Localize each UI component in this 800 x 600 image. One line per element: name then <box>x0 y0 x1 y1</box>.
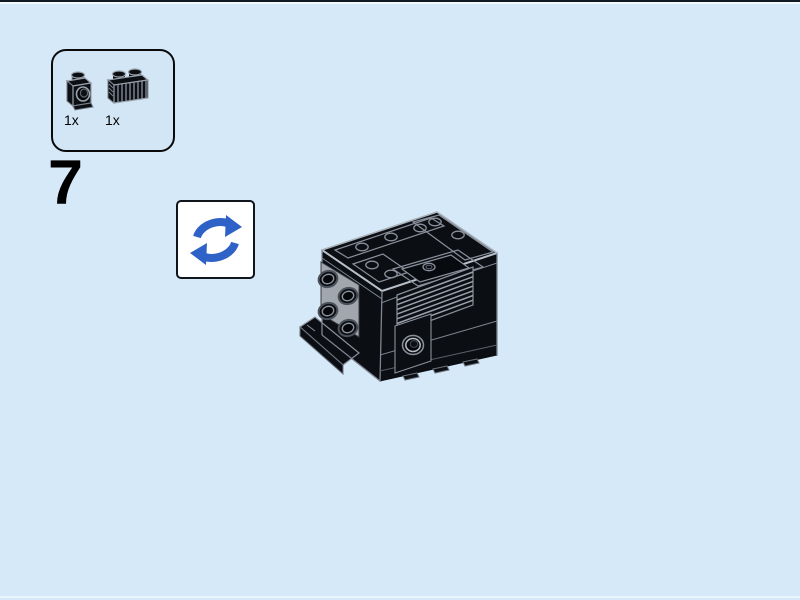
brick-1x1-headlight-icon <box>65 71 94 111</box>
page-bottom-highlight <box>0 596 800 598</box>
rotate-icon <box>189 214 242 265</box>
lego-assembly-isometric <box>299 211 498 382</box>
rotate-indicator <box>176 200 255 279</box>
step-number: 7 <box>48 148 83 218</box>
side-studs <box>317 269 359 338</box>
page-top-edge <box>0 0 800 2</box>
page-top-highlight <box>0 2 800 4</box>
part-quantity-label: 1x <box>105 112 120 128</box>
brick-1x2-grille-icon <box>106 68 150 105</box>
part-quantity-label: 1x <box>64 112 79 128</box>
